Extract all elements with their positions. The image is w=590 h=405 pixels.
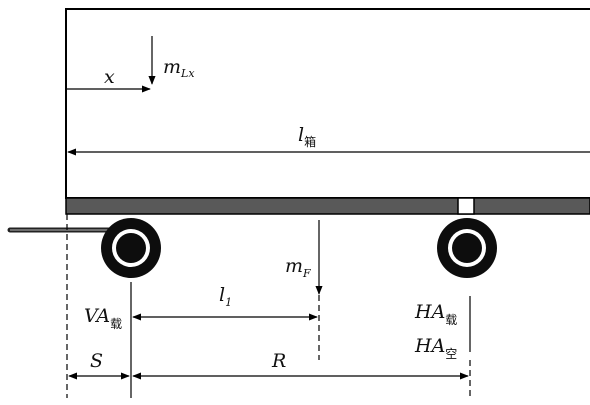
label-HA-empty-sub: 空 <box>445 347 457 361</box>
label-lbox: l <box>298 124 304 146</box>
label-mLx-sub: Lx <box>180 67 195 80</box>
label-VA: VA <box>84 305 110 327</box>
label-S: S <box>90 350 103 372</box>
cargo-box <box>65 8 590 199</box>
label-VA-sub: 载 <box>110 317 122 331</box>
svg-text:l1: l1 <box>219 284 232 309</box>
svg-text:mLx: mLx <box>163 56 195 80</box>
label-l1-sub: 1 <box>225 296 232 309</box>
label-mF-sub: F <box>302 267 311 280</box>
label-HA-loaded: HA <box>414 301 445 323</box>
chassis-frame <box>65 197 590 215</box>
label-lbox-sub: 箱 <box>304 134 316 149</box>
label-R: R <box>271 350 286 372</box>
svg-text:mF: mF <box>285 255 311 280</box>
label-HA-empty: HA <box>414 335 445 357</box>
label-x: x <box>104 66 115 88</box>
label-mF: m <box>285 255 303 277</box>
label-l1: l <box>219 284 225 306</box>
svg-text:HA载: HA载 <box>414 301 457 327</box>
label-HA-loaded-sub: 载 <box>445 313 457 327</box>
svg-text:HA空: HA空 <box>414 335 457 361</box>
svg-text:VA载: VA载 <box>84 305 122 331</box>
rear-wheel <box>437 218 497 278</box>
label-mLx: m <box>163 56 181 78</box>
svg-text:l箱: l箱 <box>298 124 316 149</box>
front-wheel <box>101 218 161 278</box>
frame-bracket <box>457 197 475 215</box>
